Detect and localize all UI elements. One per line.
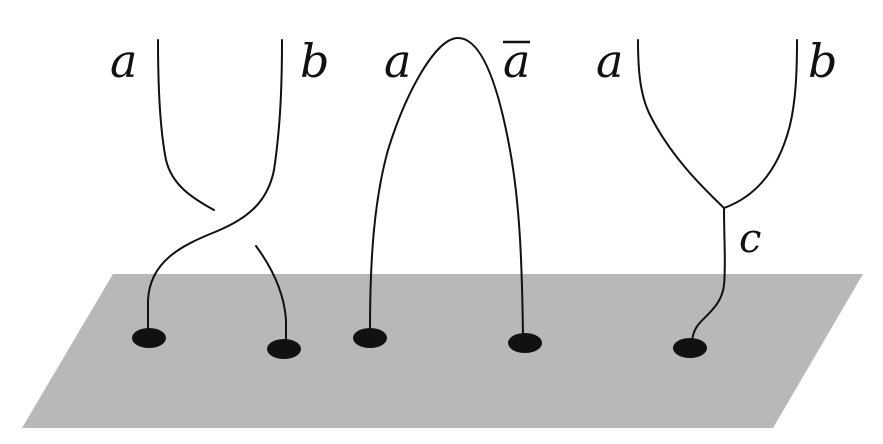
fusion-label-b: b [808, 34, 837, 88]
braid-left-dot [132, 328, 166, 348]
fusion-dot [673, 338, 707, 358]
pair-group: a a [353, 34, 542, 353]
pair-label-a: a [384, 34, 411, 88]
braid-under-strand-lower [255, 245, 287, 346]
braid-group: a b [110, 34, 329, 359]
plane-surface [22, 274, 863, 428]
fusion-label-a: a [596, 34, 623, 88]
braid-label-a: a [110, 34, 137, 88]
braid-right-dot [267, 339, 301, 359]
fusion-label-c: c [739, 216, 761, 262]
braid-under-strand-upper [157, 39, 215, 211]
braid-over-strand [147, 39, 283, 331]
fusion-right-strand [723, 39, 798, 209]
pair-right-dot [508, 333, 542, 353]
fusion-output-strand [691, 207, 726, 346]
pair-arc-strand [369, 37, 524, 336]
fusion-group: a b c [596, 34, 837, 358]
braid-label-b: b [300, 34, 329, 88]
fusion-left-strand [637, 39, 725, 209]
pair-left-dot [353, 328, 387, 348]
